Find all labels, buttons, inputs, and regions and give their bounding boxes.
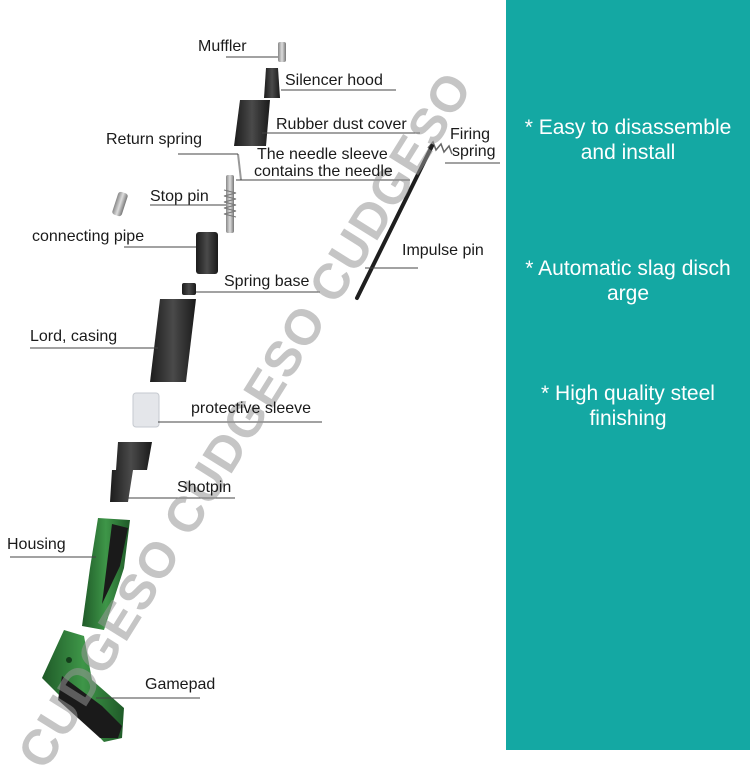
housing-part — [82, 518, 130, 630]
feature-slag-discharge: * Automatic slag disch arge — [506, 256, 750, 306]
feature-line: arge — [606, 282, 650, 305]
feature-line: finishing — [589, 407, 667, 430]
features-panel: * Easy to disassemble and install * Auto… — [506, 0, 750, 750]
spring-base-part — [182, 283, 196, 295]
label-return-spring: Return spring — [106, 131, 203, 148]
feature-line: * Automatic slag disch — [525, 257, 731, 280]
label-firing-spring-line2: spring — [452, 143, 496, 160]
feature-easy-disassemble: * Easy to disassemble and install — [506, 115, 750, 165]
label-protective-sleeve: protective sleeve — [191, 400, 312, 417]
label-muffler: Muffler — [198, 38, 247, 55]
lord-casing-part — [150, 299, 196, 382]
rubber-dust-cover-part — [234, 100, 270, 146]
label-housing: Housing — [7, 536, 66, 553]
label-needle-sleeve-line1: The needle sleeve — [257, 146, 388, 163]
label-stop-pin: Stop pin — [150, 188, 209, 205]
stop-pin-part — [112, 191, 128, 217]
impulse-pin-part — [355, 144, 434, 300]
label-shotpin: Shotpin — [177, 479, 232, 496]
silencer-hood-part — [264, 68, 280, 98]
label-gamepad: Gamepad — [145, 676, 216, 693]
exploded-parts-diagram — [10, 42, 500, 742]
label-connecting-pipe: connecting pipe — [32, 228, 145, 245]
label-silencer-hood: Silencer hood — [285, 72, 383, 89]
label-rubber-dust-cover: Rubber dust cover — [276, 116, 407, 133]
muffler-part — [278, 42, 286, 62]
protective-sleeve-part — [132, 392, 160, 428]
label-needle-sleeve-line2: contains the needle — [254, 163, 393, 180]
feature-steel-finishing: * High quality steel finishing — [506, 381, 750, 431]
connecting-pipe-part — [196, 232, 218, 274]
firing-spring-part — [427, 140, 453, 155]
shotpin-part — [110, 442, 152, 502]
needle-sleeve-part — [223, 175, 237, 233]
label-firing-spring-line1: Firing — [450, 126, 491, 143]
feature-line: * High quality steel — [541, 382, 715, 405]
gamepad-part — [42, 630, 124, 742]
label-spring-base: Spring base — [224, 273, 310, 290]
return-spring-part — [237, 153, 242, 181]
label-lord-casing: Lord, casing — [30, 328, 118, 345]
feature-line: * Easy to disassemble — [524, 116, 732, 139]
label-impulse-pin: Impulse pin — [402, 242, 484, 259]
feature-line: and install — [580, 141, 676, 164]
